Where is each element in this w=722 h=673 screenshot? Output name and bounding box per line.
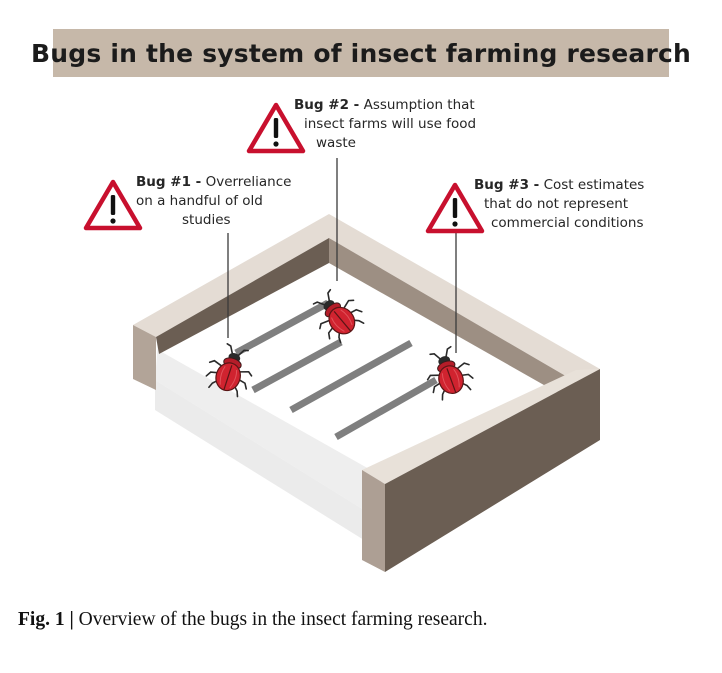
caption-text: Overview of the bugs in the insect farmi… — [79, 609, 488, 630]
bug-3-line2: that do not represent — [474, 195, 654, 214]
bug-2-label: Bug #2 - — [294, 97, 359, 113]
bug-1-line3: studies — [136, 211, 296, 230]
bug-2-line1: Assumption that — [364, 97, 475, 113]
bug-2-callout: Bug #2 - Assumption that insect farms wi… — [294, 96, 504, 153]
bug-3-line3: commercial conditions — [474, 214, 654, 233]
bug-1-line1: Overreliance — [206, 174, 292, 190]
warning-triangle-icon — [86, 182, 140, 228]
bug-3-callout: Bug #3 - Cost estimates that do not repr… — [474, 176, 654, 233]
insect-tray-scene — [0, 0, 722, 600]
bug-1-callout: Bug #1 - Overreliance on a handful of ol… — [136, 173, 296, 230]
bug-1-label: Bug #1 - — [136, 174, 201, 190]
bug-3-label: Bug #3 - — [474, 177, 539, 193]
caption-prefix: Fig. 1 — [18, 609, 65, 630]
tray — [133, 214, 600, 572]
bug-2-line2: insect farms will use food — [294, 115, 504, 134]
bug-3-line1: Cost estimates — [544, 177, 645, 193]
bug-1-line2: on a handful of old — [136, 192, 296, 211]
bug-2-line3: waste — [294, 134, 504, 153]
figure-caption: Fig. 1 | Overview of the bugs in the ins… — [18, 609, 708, 631]
caption-separator: | — [69, 609, 73, 630]
